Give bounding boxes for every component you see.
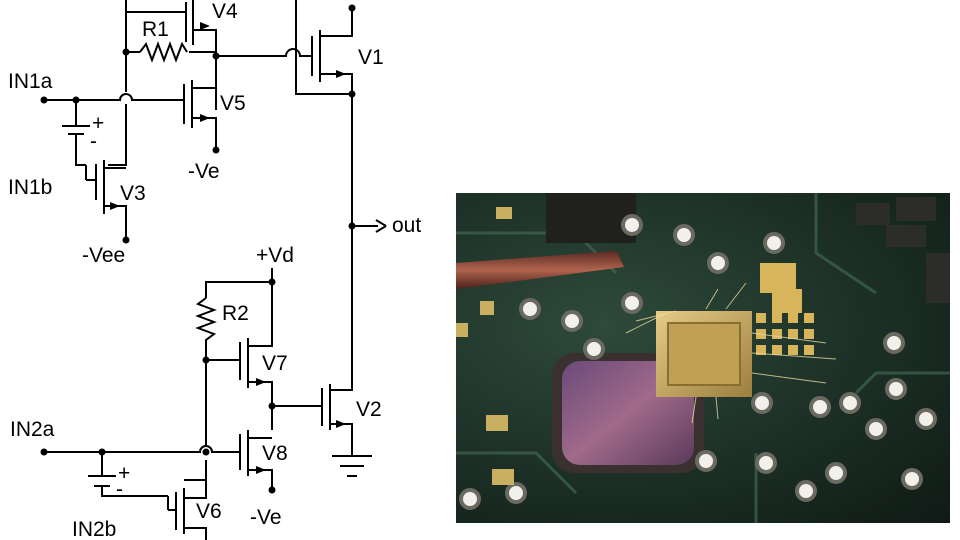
transistor-arrows-top <box>110 22 387 233</box>
label-v5: V5 <box>220 92 246 115</box>
label-v8: V8 <box>262 442 288 465</box>
junction-dots <box>40 4 356 494</box>
label-v4: V4 <box>212 0 238 23</box>
label-vd: +Vd <box>256 244 294 267</box>
circuit-schematic: R1 V4 V1 IN1a V5 + - -Ve IN1b V3 -Vee ou… <box>8 0 421 540</box>
label-v6: V6 <box>196 500 222 523</box>
label-v7: V7 <box>262 352 288 375</box>
label-in1a: IN1a <box>8 70 53 93</box>
label-minus-top: - <box>90 130 97 153</box>
label-ve-top: -Ve <box>188 160 220 183</box>
label-out: out <box>392 214 421 237</box>
label-in2a: IN2a <box>10 418 55 441</box>
label-plus-bottom: + <box>118 462 130 485</box>
label-in2b: IN2b <box>72 518 116 540</box>
wires-top <box>44 0 378 380</box>
label-v3: V3 <box>120 182 146 205</box>
label-v2: V2 <box>356 398 382 421</box>
label-ve-bottom: -Ve <box>250 506 282 529</box>
label-in1b: IN1b <box>8 176 52 199</box>
label-v1: V1 <box>358 46 384 69</box>
label-minus-bottom: - <box>116 478 123 501</box>
label-vee: -Vee <box>82 244 125 267</box>
chip-board-photo <box>456 193 950 523</box>
schematic-labels: R1 V4 V1 IN1a V5 + - -Ve IN1b V3 -Vee ou… <box>8 0 421 540</box>
label-r1: R1 <box>142 18 169 41</box>
transistor-arrows-bottom <box>256 378 346 474</box>
label-r2: R2 <box>222 302 249 325</box>
label-plus-top: + <box>92 112 104 135</box>
